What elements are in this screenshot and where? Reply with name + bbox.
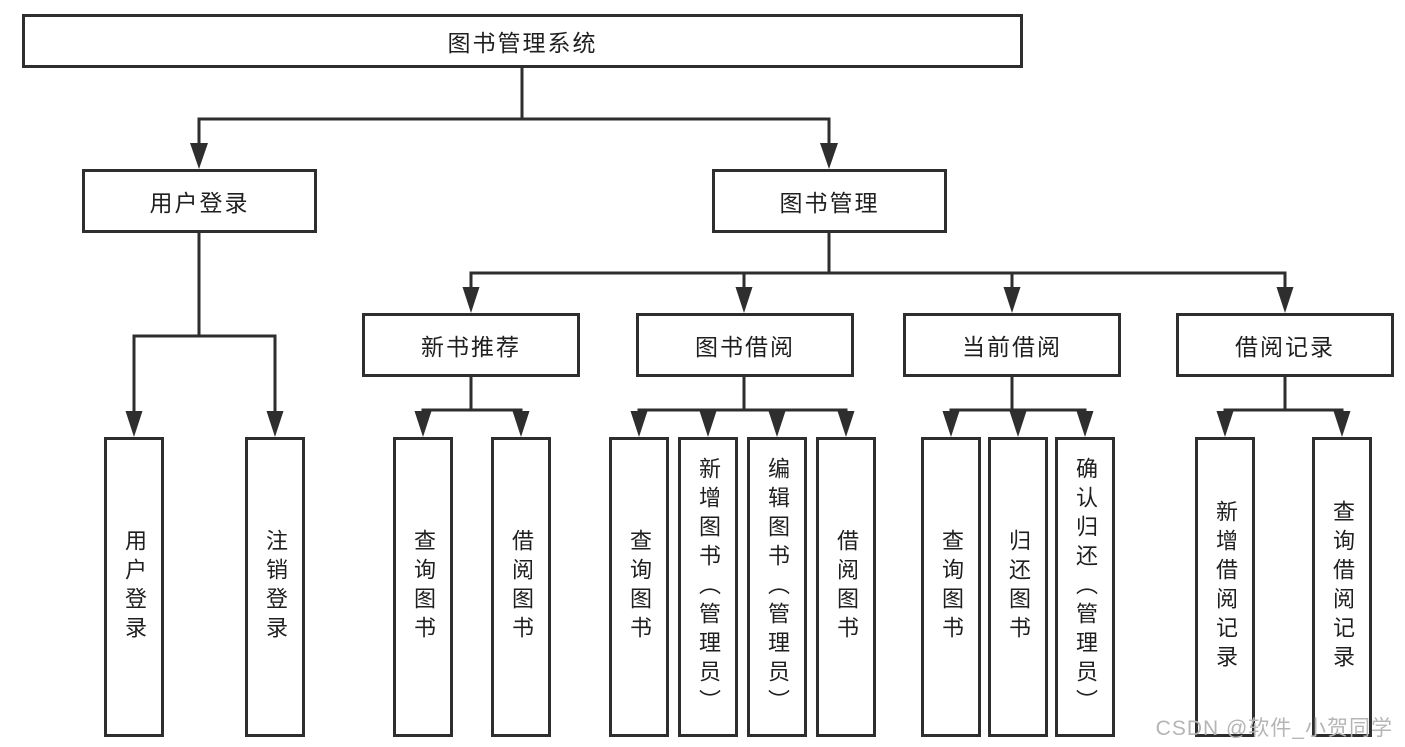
leaf-add-book-admin: 新增图书（管理员） xyxy=(678,437,738,737)
node-book-management: 图书管理 xyxy=(712,169,947,233)
node-root: 图书管理系统 xyxy=(22,14,1023,68)
leaf-borrow-books-label: 借阅图书 xyxy=(834,529,859,645)
leaf-query-books-recommend: 查询图书 xyxy=(393,437,453,737)
leaf-user-login: 用户登录 xyxy=(104,437,164,737)
leaf-add-borrow-record-label: 新增借阅记录 xyxy=(1213,500,1238,674)
node-new-book-recommend: 新书推荐 xyxy=(362,313,580,377)
leaf-query-borrow-record: 查询借阅记录 xyxy=(1312,437,1372,737)
node-current-borrow-label: 当前借阅 xyxy=(962,334,1062,360)
node-book-borrow-label: 图书借阅 xyxy=(695,334,795,360)
leaf-query-books-recommend-label: 查询图书 xyxy=(411,529,436,645)
leaf-query-books-current: 查询图书 xyxy=(921,437,981,737)
leaf-query-books-current-label: 查询图书 xyxy=(939,529,964,645)
node-new-book-recommend-label: 新书推荐 xyxy=(421,334,521,360)
leaf-user-login-label: 用户登录 xyxy=(122,529,147,645)
node-book-borrow: 图书借阅 xyxy=(636,313,854,377)
node-user-login: 用户登录 xyxy=(82,169,317,233)
leaf-return-book-label: 归还图书 xyxy=(1006,529,1031,645)
leaf-add-book-admin-label: 新增图书（管理员） xyxy=(696,456,721,718)
node-user-login-label: 用户登录 xyxy=(149,190,250,216)
node-current-borrow: 当前借阅 xyxy=(903,313,1121,377)
leaf-borrow-books-recommend: 借阅图书 xyxy=(491,437,551,737)
leaf-edit-book-admin-label: 编辑图书（管理员） xyxy=(765,456,790,718)
leaf-borrow-books: 借阅图书 xyxy=(816,437,876,737)
leaf-query-books-borrow: 查询图书 xyxy=(609,437,669,737)
leaf-add-borrow-record: 新增借阅记录 xyxy=(1195,437,1255,737)
leaf-confirm-return-admin: 确认归还（管理员） xyxy=(1055,437,1115,737)
leaf-borrow-books-recommend-label: 借阅图书 xyxy=(509,529,534,645)
watermark-text: CSDN @软件_小贺同学 xyxy=(1155,717,1393,740)
node-borrow-records-label: 借阅记录 xyxy=(1235,334,1335,360)
node-book-management-label: 图书管理 xyxy=(779,190,880,216)
leaf-return-book: 归还图书 xyxy=(988,437,1048,737)
leaf-logout-label: 注销登录 xyxy=(263,529,288,645)
node-root-label: 图书管理系统 xyxy=(447,30,598,56)
leaf-confirm-return-admin-label: 确认归还（管理员） xyxy=(1073,456,1098,718)
leaf-logout: 注销登录 xyxy=(245,437,305,737)
leaf-query-books-borrow-label: 查询图书 xyxy=(627,529,652,645)
leaf-edit-book-admin: 编辑图书（管理员） xyxy=(747,437,807,737)
node-borrow-records: 借阅记录 xyxy=(1176,313,1394,377)
leaf-query-borrow-record-label: 查询借阅记录 xyxy=(1330,500,1355,674)
